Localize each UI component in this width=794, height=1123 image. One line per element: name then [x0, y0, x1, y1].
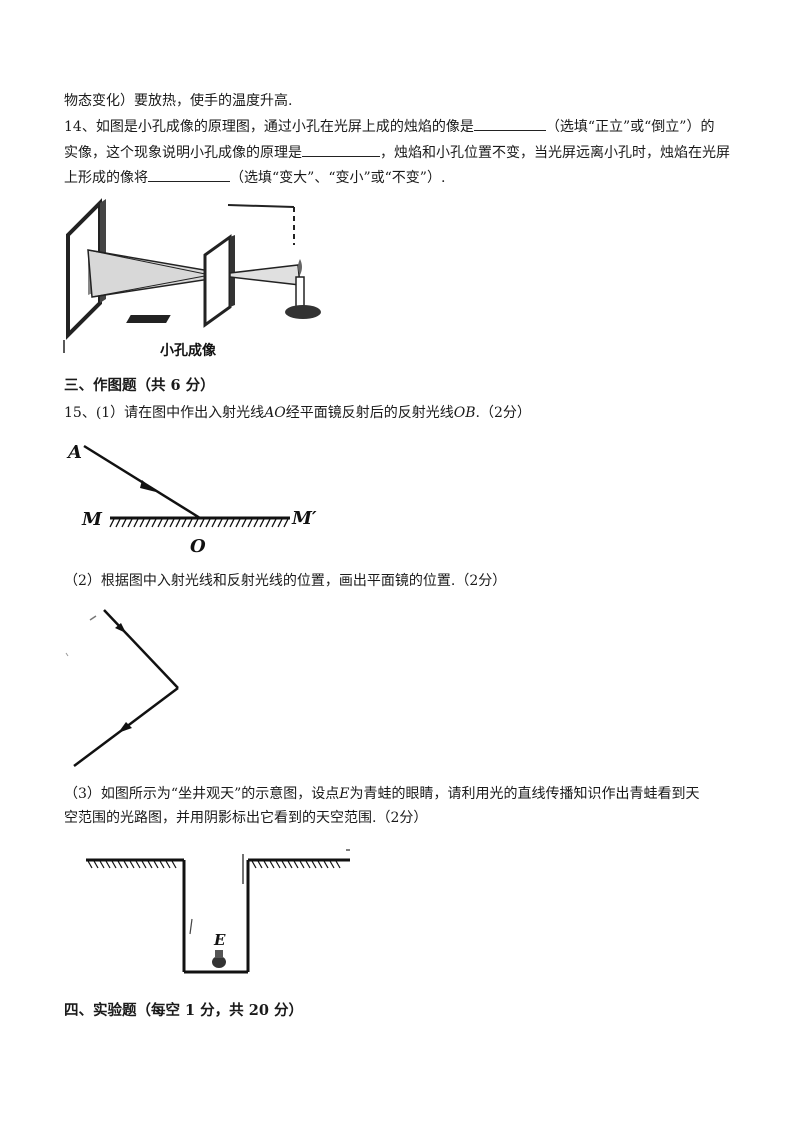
label-O: O	[190, 536, 206, 557]
q15-3-line-1: （3）如图所示为“坐井观天”的示意图，设点E为青蛙的眼睛，请利用光的直线传播知识…	[64, 784, 699, 804]
incident-ray-2	[103, 609, 179, 689]
q14-line-3: 上形成的像将 （选填“变大”、“变小”或“不变”）.	[64, 167, 445, 188]
candle-flame	[298, 259, 302, 275]
section-3-heading: 三、作图题（共 6 分）	[64, 377, 215, 394]
pinhole-board	[203, 234, 232, 328]
light-cone-small	[229, 264, 301, 286]
q15-1-middle: 经平面镜反射后的反射光线	[285, 405, 454, 421]
mirror-reflection-figure: A M M′ O	[66, 442, 317, 557]
q15-1-suffix: .（2分）	[475, 405, 531, 421]
pinhole-board-edge	[230, 235, 235, 307]
board-stand	[126, 315, 171, 323]
q15-1-prefix: 15、(1）请在图中作出入射光线	[64, 405, 265, 421]
q15-1-text: 15、(1）请在图中作出入射光线AO经平面镜反射后的反射光线OB.（2分）	[64, 403, 531, 423]
var-AO: AO	[264, 405, 286, 421]
stray-mark	[65, 652, 69, 657]
ground-right-hatching	[251, 860, 341, 869]
label-M: M	[81, 509, 103, 530]
section-4-heading: 四、实验题（每空 1 分，共 20 分）	[64, 1002, 303, 1019]
candle	[295, 276, 305, 308]
incident-arrow-2	[115, 623, 126, 633]
frog-in-well-figure: E	[86, 849, 350, 974]
well-mark	[189, 918, 193, 935]
var-E: E	[339, 786, 350, 802]
q14-text-2b: ，烛焰和小孔位置不变，当光屏远离小孔时，烛焰在光屏	[380, 145, 730, 161]
q14-blank-1	[473, 116, 546, 131]
candle-base	[285, 305, 321, 319]
ray-top	[87, 249, 211, 276]
mirror-position-figure	[65, 609, 179, 767]
var-OB: OB	[453, 405, 476, 421]
q15-3-line-2: 空范围的光路图，并用阴影标出它看到的天空范围.（2分）	[64, 810, 428, 826]
light-cone-large	[87, 249, 211, 298]
q14-text-3a: 上形成的像将	[64, 170, 148, 186]
q14-line-1: 14、如图是小孔成像的原理图，通过小孔在光屏上成的烛焰的像是 （选填“正立”或“倒…	[64, 116, 714, 137]
incident-arrow	[140, 480, 156, 492]
q14-blank-3	[148, 167, 230, 182]
guide-line-top	[227, 204, 295, 208]
q14-blank-2	[302, 142, 380, 157]
q15-3-text-1b: 为青蛙的眼睛，请利用光的直线传播知识作出青蛙看到天	[349, 786, 700, 802]
figure-caption: 小孔成像	[160, 342, 217, 359]
label-M-prime: M′	[291, 508, 317, 529]
ray-start-mark	[89, 615, 97, 621]
label-A: A	[66, 442, 82, 463]
frog-body	[212, 956, 226, 968]
ray-bottom	[91, 274, 211, 298]
frog-head	[215, 950, 223, 958]
q14-text-2a: 实像，这个现象说明小孔成像的原理是	[64, 145, 302, 161]
label-E: E	[213, 931, 226, 949]
mirror-hatching	[109, 518, 289, 528]
pinhole-camera-figure: 小孔成像	[63, 198, 321, 359]
q13-tail-text: 物态变化）要放热，使手的温度升高.	[64, 93, 293, 109]
q14-text-1b: （选填“正立”或“倒立”）的	[545, 119, 715, 135]
q14-line-2: 实像，这个现象说明小孔成像的原理是 ，烛焰和小孔位置不变，当光屏远离小孔时，烛焰在…	[64, 142, 730, 163]
q15-3-text-1a: （3）如图所示为“坐井观天”的示意图，设点	[64, 786, 340, 802]
q14-text-3b: （选填“变大”、“变小”或“不变”）.	[230, 170, 446, 186]
q14-text-1a: 14、如图是小孔成像的原理图，通过小孔在光屏上成的烛焰的像是	[64, 119, 474, 135]
reflected-arrow-2	[118, 722, 132, 733]
q15-2-text: （2）根据图中入射光线和反射光线的位置，画出平面镜的位置.（2分）	[64, 573, 507, 589]
ground-left-hatching	[87, 860, 177, 869]
